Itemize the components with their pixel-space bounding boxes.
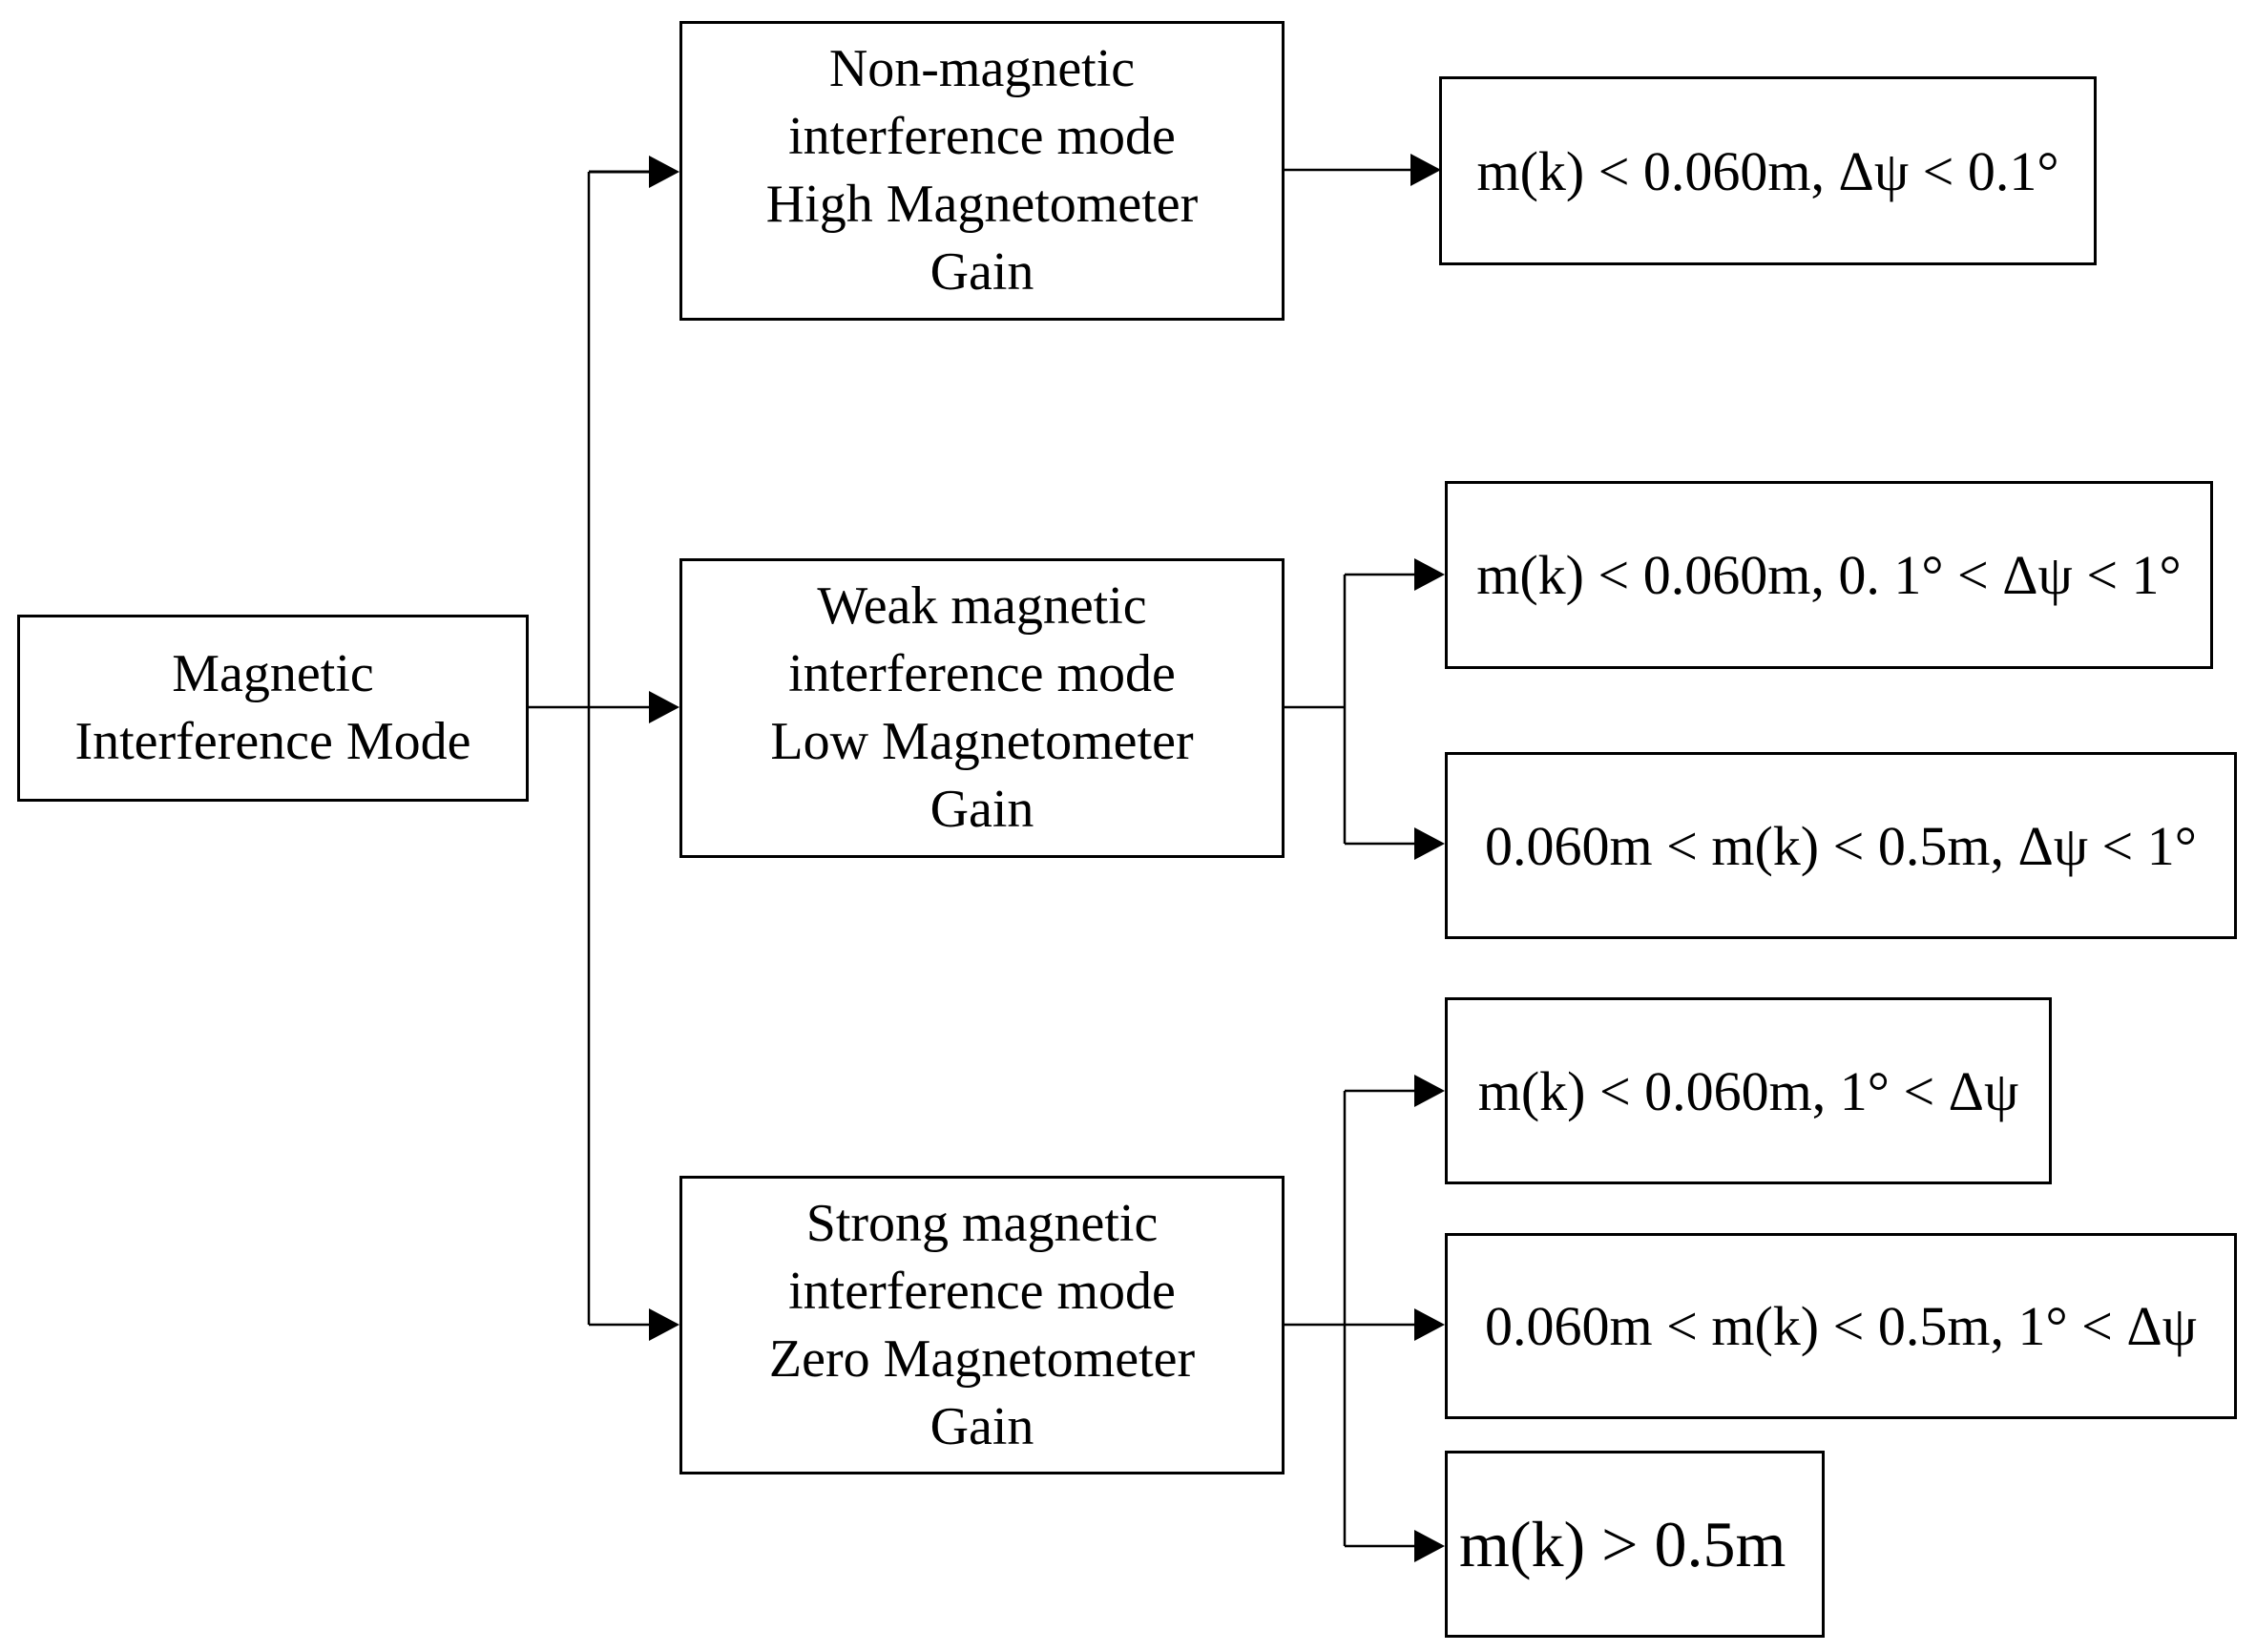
connector-mode3-branch (1284, 1089, 1431, 1548)
condition-box-4: m(k) < 0.060m, 1° < Δψ (1445, 997, 2052, 1184)
condition-box-3: 0.060m < m(k) < 0.5m, Δψ < 1° (1445, 752, 2237, 939)
root-box: Magnetic Interference Mode (17, 615, 529, 802)
condition-text-3: 0.060m < m(k) < 0.5m, Δψ < 1° (1485, 814, 2197, 877)
condition-text-2: m(k) < 0.060m, 0. 1° < Δψ < 1° (1476, 544, 2182, 606)
mode-label-weak: Weak magnetic interference mode Low Magn… (770, 576, 1194, 839)
condition-box-2: m(k) < 0.060m, 0. 1° < Δψ < 1° (1445, 481, 2213, 669)
arrowhead-cond-6 (1414, 1530, 1445, 1562)
condition-text-1: m(k) < 0.060m, Δψ < 0.1° (1476, 139, 2059, 202)
arrowhead-cond-1 (1410, 154, 1441, 186)
mode-label-non-magnetic: Non-magnetic interference mode High Magn… (765, 39, 1199, 302)
condition-box-6: m(k) > 0.5m (1445, 1451, 1825, 1638)
condition-box-5: 0.060m < m(k) < 0.5m, 1° < Δψ (1445, 1233, 2237, 1419)
arrowhead-cond-4 (1414, 1075, 1445, 1107)
arrowhead-mode-2 (649, 691, 679, 723)
arrowhead-mode-3 (649, 1308, 679, 1341)
mode-box-non-magnetic: Non-magnetic interference mode High Magn… (679, 21, 1285, 321)
mode-label-strong: Strong magnetic interference mode Zero M… (768, 1193, 1196, 1456)
condition-text-5: 0.060m < m(k) < 0.5m, 1° < Δψ (1485, 1295, 2197, 1357)
condition-text-4: m(k) < 0.060m, 1° < Δψ (1477, 1059, 2019, 1122)
arrowhead-cond-5 (1414, 1308, 1445, 1341)
mode-box-weak: Weak magnetic interference mode Low Magn… (679, 558, 1285, 858)
mode-box-strong: Strong magnetic interference mode Zero M… (679, 1176, 1285, 1474)
condition-text-6: m(k) > 0.5m (1459, 1507, 1786, 1580)
arrowhead-cond-3 (1414, 827, 1445, 860)
root-label: Magnetic Interference Mode (74, 644, 471, 771)
condition-box-1: m(k) < 0.060m, Δψ < 0.1° (1439, 76, 2097, 265)
connector-mode2-branch (1284, 573, 1431, 846)
arrowhead-cond-2 (1414, 558, 1445, 591)
arrowhead-mode-1 (649, 156, 679, 188)
